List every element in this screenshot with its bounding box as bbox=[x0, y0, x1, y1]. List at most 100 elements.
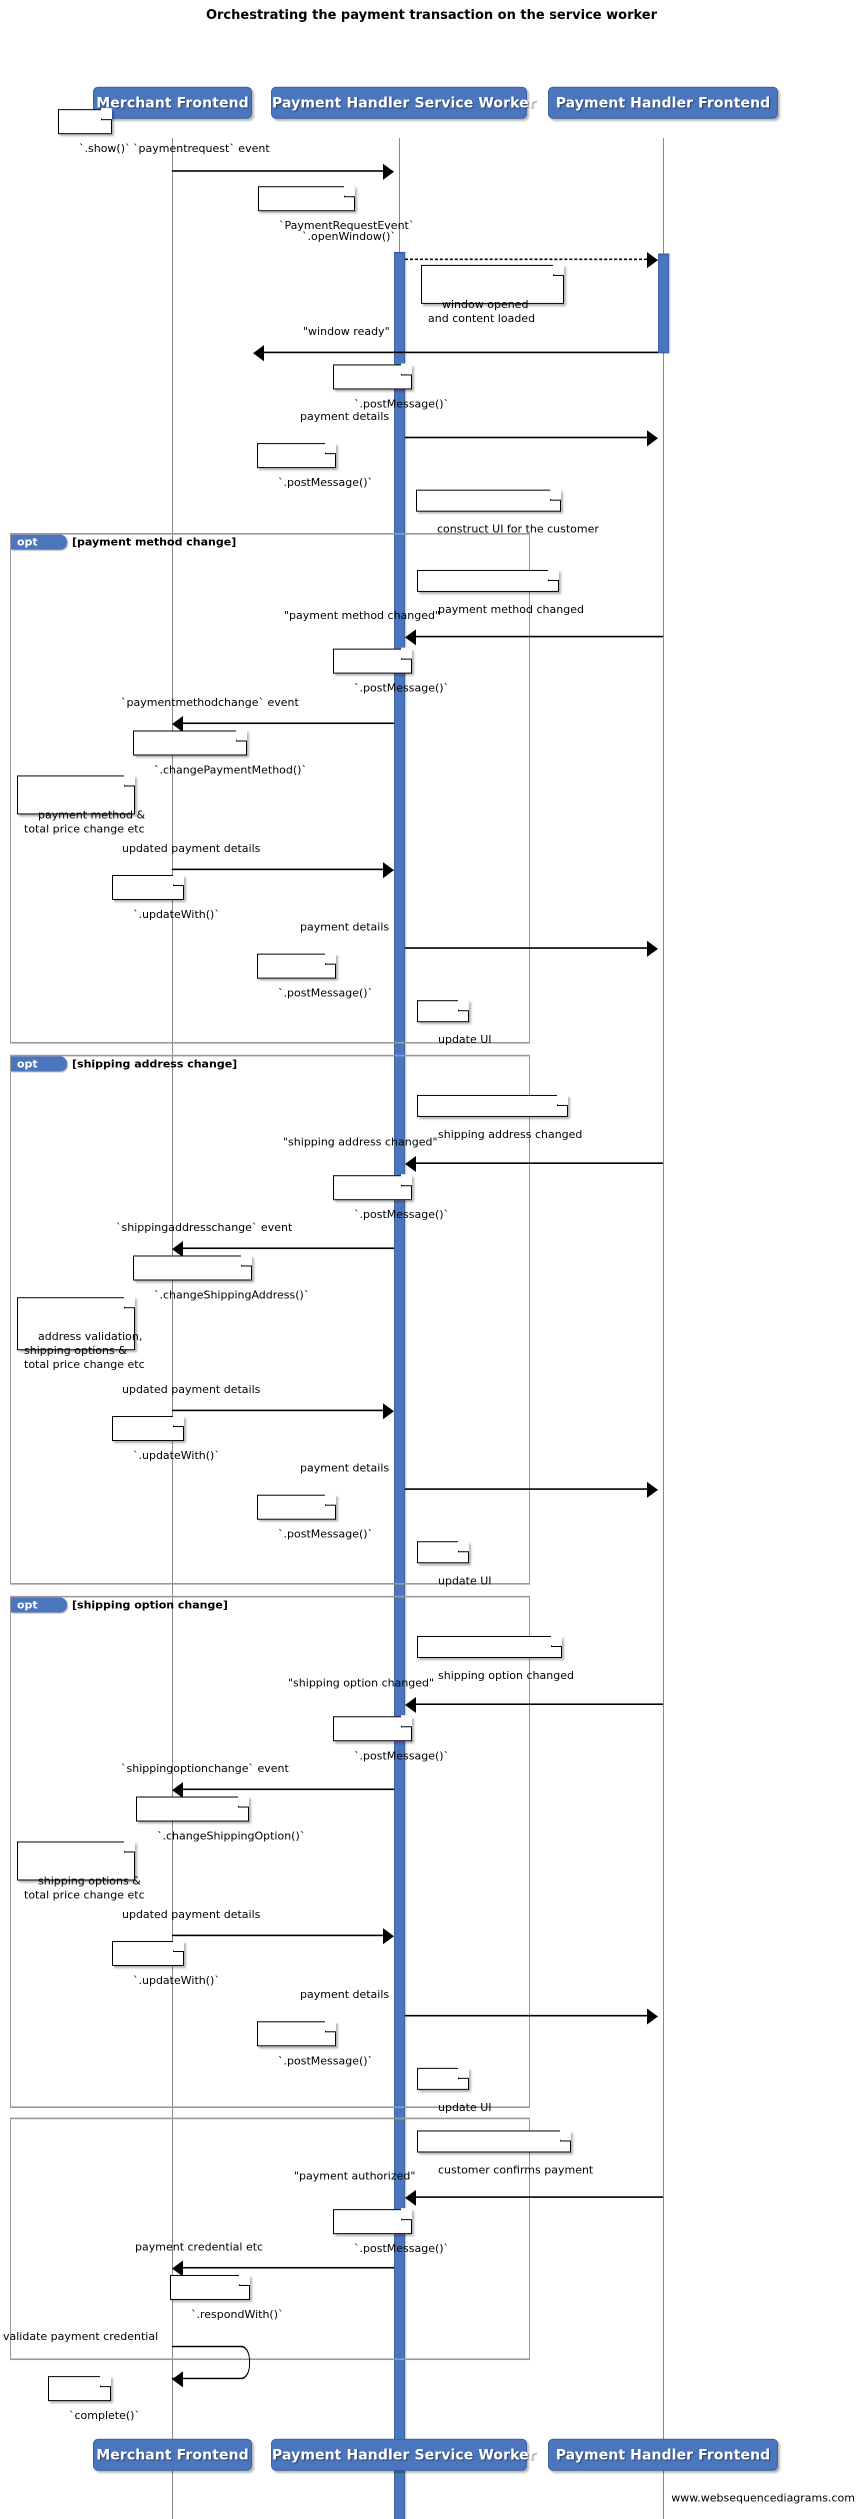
note-text: shipping options & total price change et… bbox=[24, 1874, 145, 1902]
fragment-shipping-option-change bbox=[10, 1595, 530, 2108]
note-complete: `complete()` bbox=[48, 2375, 140, 2422]
msg-line-shipping-address-changed bbox=[416, 1162, 663, 1164]
note-dogear-icon bbox=[401, 1174, 412, 1187]
note-dogear-icon bbox=[553, 263, 564, 276]
participant-merchant-top[interactable]: Merchant Frontend bbox=[93, 86, 252, 119]
fragment-operator-opt-1: opt bbox=[11, 534, 67, 550]
msg-arrow-validate bbox=[172, 2371, 183, 2388]
msg-arrow-shipping-address-changed bbox=[405, 1155, 416, 1173]
note-dogear-icon bbox=[401, 647, 412, 660]
note-text: `.postMessage()` bbox=[354, 2242, 450, 2256]
msg-line-payment-details-4 bbox=[405, 2014, 647, 2017]
note-text: `.postMessage()` bbox=[278, 986, 374, 1000]
participant-merchant-bottom[interactable]: Merchant Frontend bbox=[93, 2438, 252, 2471]
msg-line-payment-details-3 bbox=[405, 1488, 647, 1490]
fragment-operator-opt-2: opt bbox=[11, 1056, 67, 1072]
note-updatewith-2: `.updateWith()` bbox=[112, 1415, 220, 1462]
note-construct-ui: construct UI for the customer bbox=[416, 488, 599, 536]
fragment-shipping-address-change bbox=[10, 1054, 530, 1585]
note-postmessage-4: `.postMessage()` bbox=[257, 952, 373, 1000]
note-postmessage-3: `.postMessage()` bbox=[333, 647, 449, 695]
note-change-shipping-address: `.changeShippingAddress()` bbox=[133, 1254, 309, 1301]
msg-arrow-payment-method-changed bbox=[405, 629, 416, 646]
msg-arrow-payment-details-4 bbox=[647, 2008, 658, 2025]
msg-arrow-shippingaddresschange bbox=[172, 1241, 183, 1258]
note-postmessage-8: `.postMessage()` bbox=[257, 2020, 373, 2067]
msg-label-validate-payment-credential: validate payment credential bbox=[3, 2330, 159, 2344]
msg-label-shippingaddresschange: `shippingaddresschange` event bbox=[116, 1220, 293, 1234]
note-dogear-icon bbox=[401, 363, 412, 376]
note-text: `.show()` bbox=[79, 142, 131, 156]
note-dogear-icon bbox=[458, 2066, 469, 2079]
note-dogear-icon bbox=[124, 1296, 135, 1309]
note-text: construct UI for the customer bbox=[437, 522, 599, 536]
msg-label-shippingoptionchange: `shippingoptionchange` event bbox=[121, 1761, 289, 1775]
note-dogear-icon bbox=[100, 2375, 111, 2388]
note-window-opened: window opened and content loaded bbox=[421, 263, 564, 325]
msg-line-paymentmethodchange bbox=[183, 722, 394, 725]
msg-arrow-updated-payment-details-3 bbox=[383, 1928, 394, 1945]
msg-line-shippingaddresschange bbox=[183, 1247, 394, 1250]
note-dogear-icon bbox=[173, 1415, 184, 1428]
msg-arrow-payment-credential bbox=[172, 2260, 183, 2277]
note-text: payment method & total price change etc bbox=[24, 808, 146, 836]
note-text: `.postMessage()` bbox=[278, 1527, 374, 1541]
msg-line-payment-details-2 bbox=[405, 947, 647, 949]
note-dogear-icon bbox=[551, 1634, 562, 1647]
msg-line-updated-payment-details-1 bbox=[172, 868, 387, 871]
note-show: `.show()` bbox=[58, 108, 131, 155]
note-text: `.postMessage()` bbox=[354, 681, 450, 695]
participant-frontend-bottom[interactable]: Payment Handler Frontend bbox=[548, 2438, 778, 2471]
participant-frontend-top[interactable]: Payment Handler Frontend bbox=[548, 86, 778, 119]
note-shipping-options-price-change: shipping options & total price change et… bbox=[17, 1840, 145, 1901]
msg-arrow-updated-payment-details-2 bbox=[383, 1403, 394, 1420]
msg-line-payment-details-1 bbox=[405, 436, 647, 439]
note-shipping-option-changed: shipping option changed bbox=[417, 1634, 574, 1682]
note-change-shipping-option: `.changeShippingOption()` bbox=[136, 1795, 305, 1843]
msg-line-shipping-option-changed bbox=[416, 1703, 663, 1706]
note-dogear-icon bbox=[101, 108, 112, 121]
note-text: `.updateWith()` bbox=[133, 1449, 220, 1463]
participant-sw-top[interactable]: Payment Handler Service Worker bbox=[271, 86, 536, 119]
msg-arrow-openwindow bbox=[647, 252, 658, 269]
note-dogear-icon bbox=[241, 1254, 252, 1267]
note-text: `.changePaymentMethod()` bbox=[154, 763, 307, 777]
note-dogear-icon bbox=[325, 1493, 336, 1506]
note-payment-request-event: `PaymentRequestEvent` bbox=[258, 185, 414, 232]
note-dogear-icon bbox=[124, 774, 135, 787]
note-text: `complete()` bbox=[69, 2409, 140, 2423]
note-text: shipping option changed bbox=[438, 1668, 574, 1682]
msg-label-paymentmethodchange: `paymentmethodchange` event bbox=[121, 695, 299, 709]
msg-arrow-paymentmethodchange bbox=[172, 716, 183, 733]
msg-label-openwindow: `.openWindow()` bbox=[302, 230, 396, 244]
note-text: `.updateWith()` bbox=[133, 1974, 220, 1988]
note-dogear-icon bbox=[173, 1940, 184, 1953]
note-dogear-icon bbox=[344, 185, 355, 198]
note-dogear-icon bbox=[236, 729, 247, 742]
msg-line-window-ready bbox=[264, 351, 658, 354]
section-frame-bottom bbox=[10, 2117, 530, 2361]
msg-label-payment-details-1: payment details bbox=[300, 410, 390, 424]
fragment-condition-2: [shipping address change] bbox=[72, 1057, 238, 1071]
note-text: window opened and content loaded bbox=[428, 297, 536, 325]
msg-label-shipping-address-changed: "shipping address changed" bbox=[283, 1135, 438, 1149]
msg-label-shipping-option-changed: "shipping option changed" bbox=[288, 1676, 435, 1690]
msg-arrow-updated-payment-details-1 bbox=[383, 862, 394, 879]
msg-label-payment-credential: payment credential etc bbox=[135, 2240, 264, 2254]
msg-line-openwindow bbox=[405, 258, 647, 261]
note-dogear-icon bbox=[548, 568, 559, 581]
section-separator-bottom bbox=[10, 2117, 530, 2120]
participant-sw-bottom[interactable]: Payment Handler Service Worker bbox=[271, 2438, 536, 2471]
msg-arrow-shipping-option-changed bbox=[405, 1696, 416, 1714]
note-text: customer confirms payment bbox=[438, 2163, 594, 2177]
fragment-condition-3: [shipping option change] bbox=[72, 1598, 228, 1612]
note-dogear-icon bbox=[557, 1093, 568, 1106]
note-dogear-icon bbox=[238, 1795, 249, 1808]
note-text: `.postMessage()` bbox=[278, 2054, 374, 2068]
note-text: `.changeShippingAddress()` bbox=[154, 1288, 310, 1302]
note-text: payment method changed bbox=[438, 602, 584, 616]
msg-label-updated-payment-details-1: updated payment details bbox=[122, 841, 261, 855]
note-text: `.changeShippingOption()` bbox=[157, 1829, 306, 1843]
note-change-payment-method: `.changePaymentMethod()` bbox=[133, 729, 307, 776]
